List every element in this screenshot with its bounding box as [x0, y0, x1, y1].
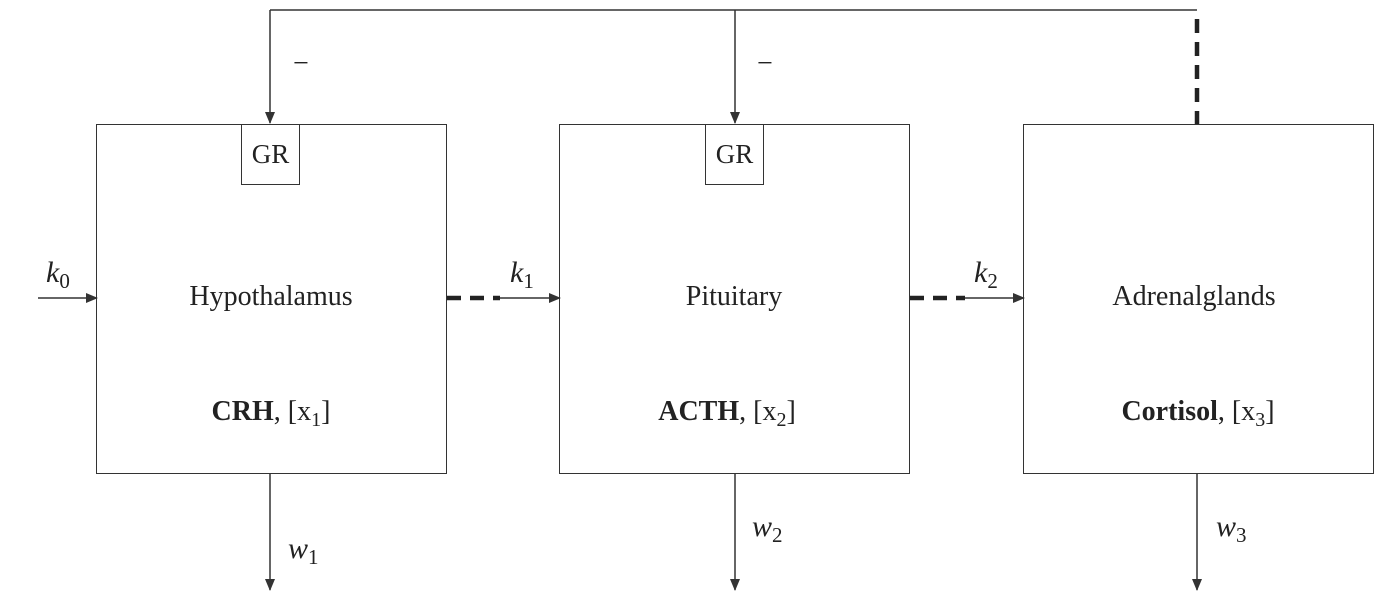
hypothalamus-label: Hypothalamus	[189, 281, 353, 312]
feedback-sign-hypothalamus: −	[293, 48, 309, 79]
hypothalamus-gr-receptor: GR	[241, 124, 300, 185]
pituitary-gr-receptor: GR	[705, 124, 764, 185]
rate-label-k2: k2	[974, 256, 998, 293]
rate-label-w3: w3	[1216, 510, 1247, 547]
feedback-sign-pituitary: −	[757, 48, 773, 79]
adrenal-glands-hormone: Cortisol, [x3]	[1121, 396, 1275, 431]
adrenal-glands-label: Adrenalglands	[1112, 281, 1276, 312]
rate-label-k1: k1	[510, 256, 534, 293]
rate-label-w1: w1	[288, 532, 319, 569]
rate-label-k0: k0	[46, 256, 70, 293]
rate-label-w2: w2	[752, 510, 783, 547]
adrenal-glands-block	[1023, 124, 1374, 474]
hypothalamus-hormone: CRH, [x1]	[211, 396, 331, 431]
pituitary-label: Pituitary	[685, 281, 783, 312]
pituitary-hormone: ACTH, [x2]	[658, 396, 796, 431]
